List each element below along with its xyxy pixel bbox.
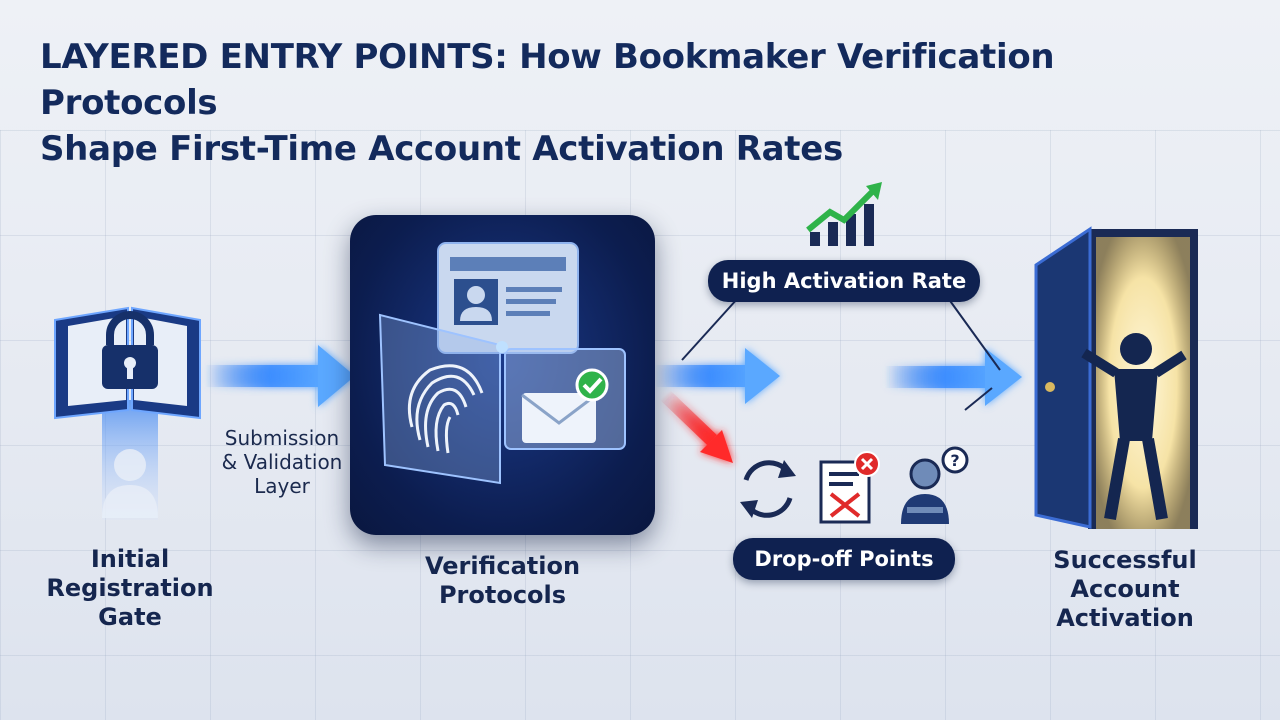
stage-submission-label: Submission & Validation Layer: [221, 426, 343, 498]
envelope-icon: [504, 348, 626, 450]
drop-off-arrow: [660, 389, 733, 463]
confused-user-icon: ?: [901, 446, 969, 524]
user-silhouette-icon: [102, 449, 158, 518]
rising-bar-chart-icon: [806, 182, 882, 246]
refresh-cycle-icon: [740, 460, 796, 518]
page-title: LAYERED ENTRY POINTS: How Bookmaker Veri…: [40, 34, 1240, 172]
drop-off-points-badge: Drop-off Points: [733, 538, 955, 580]
title-line-2: Shape First-Time Account Activation Rate…: [40, 129, 843, 169]
fingerprint-icon: [378, 313, 501, 485]
rejected-document-icon: [819, 451, 880, 524]
stage-registration-label: Initial Registration Gate: [46, 545, 214, 631]
person-celebrating-icon: [1081, 333, 1187, 521]
svg-text:?: ?: [950, 451, 959, 470]
stage-activation-label: Successful Account Activation: [1053, 546, 1197, 632]
id-card-icon: [437, 242, 579, 354]
high-activation-rate-badge: High Activation Rate: [708, 260, 980, 302]
flow-arrow-2: [655, 348, 780, 404]
title-line-1: LAYERED ENTRY POINTS: How Bookmaker Veri…: [40, 37, 1055, 123]
stage-verification-label: Verification Protocols: [424, 552, 581, 609]
activation-door-illustration: [1034, 226, 1198, 529]
registration-gate-illustration: [54, 306, 201, 520]
flow-arrow-1: [205, 345, 355, 407]
verification-illustration: [378, 242, 626, 485]
check-badge-icon: [575, 368, 609, 402]
lock-icon: [102, 311, 158, 389]
